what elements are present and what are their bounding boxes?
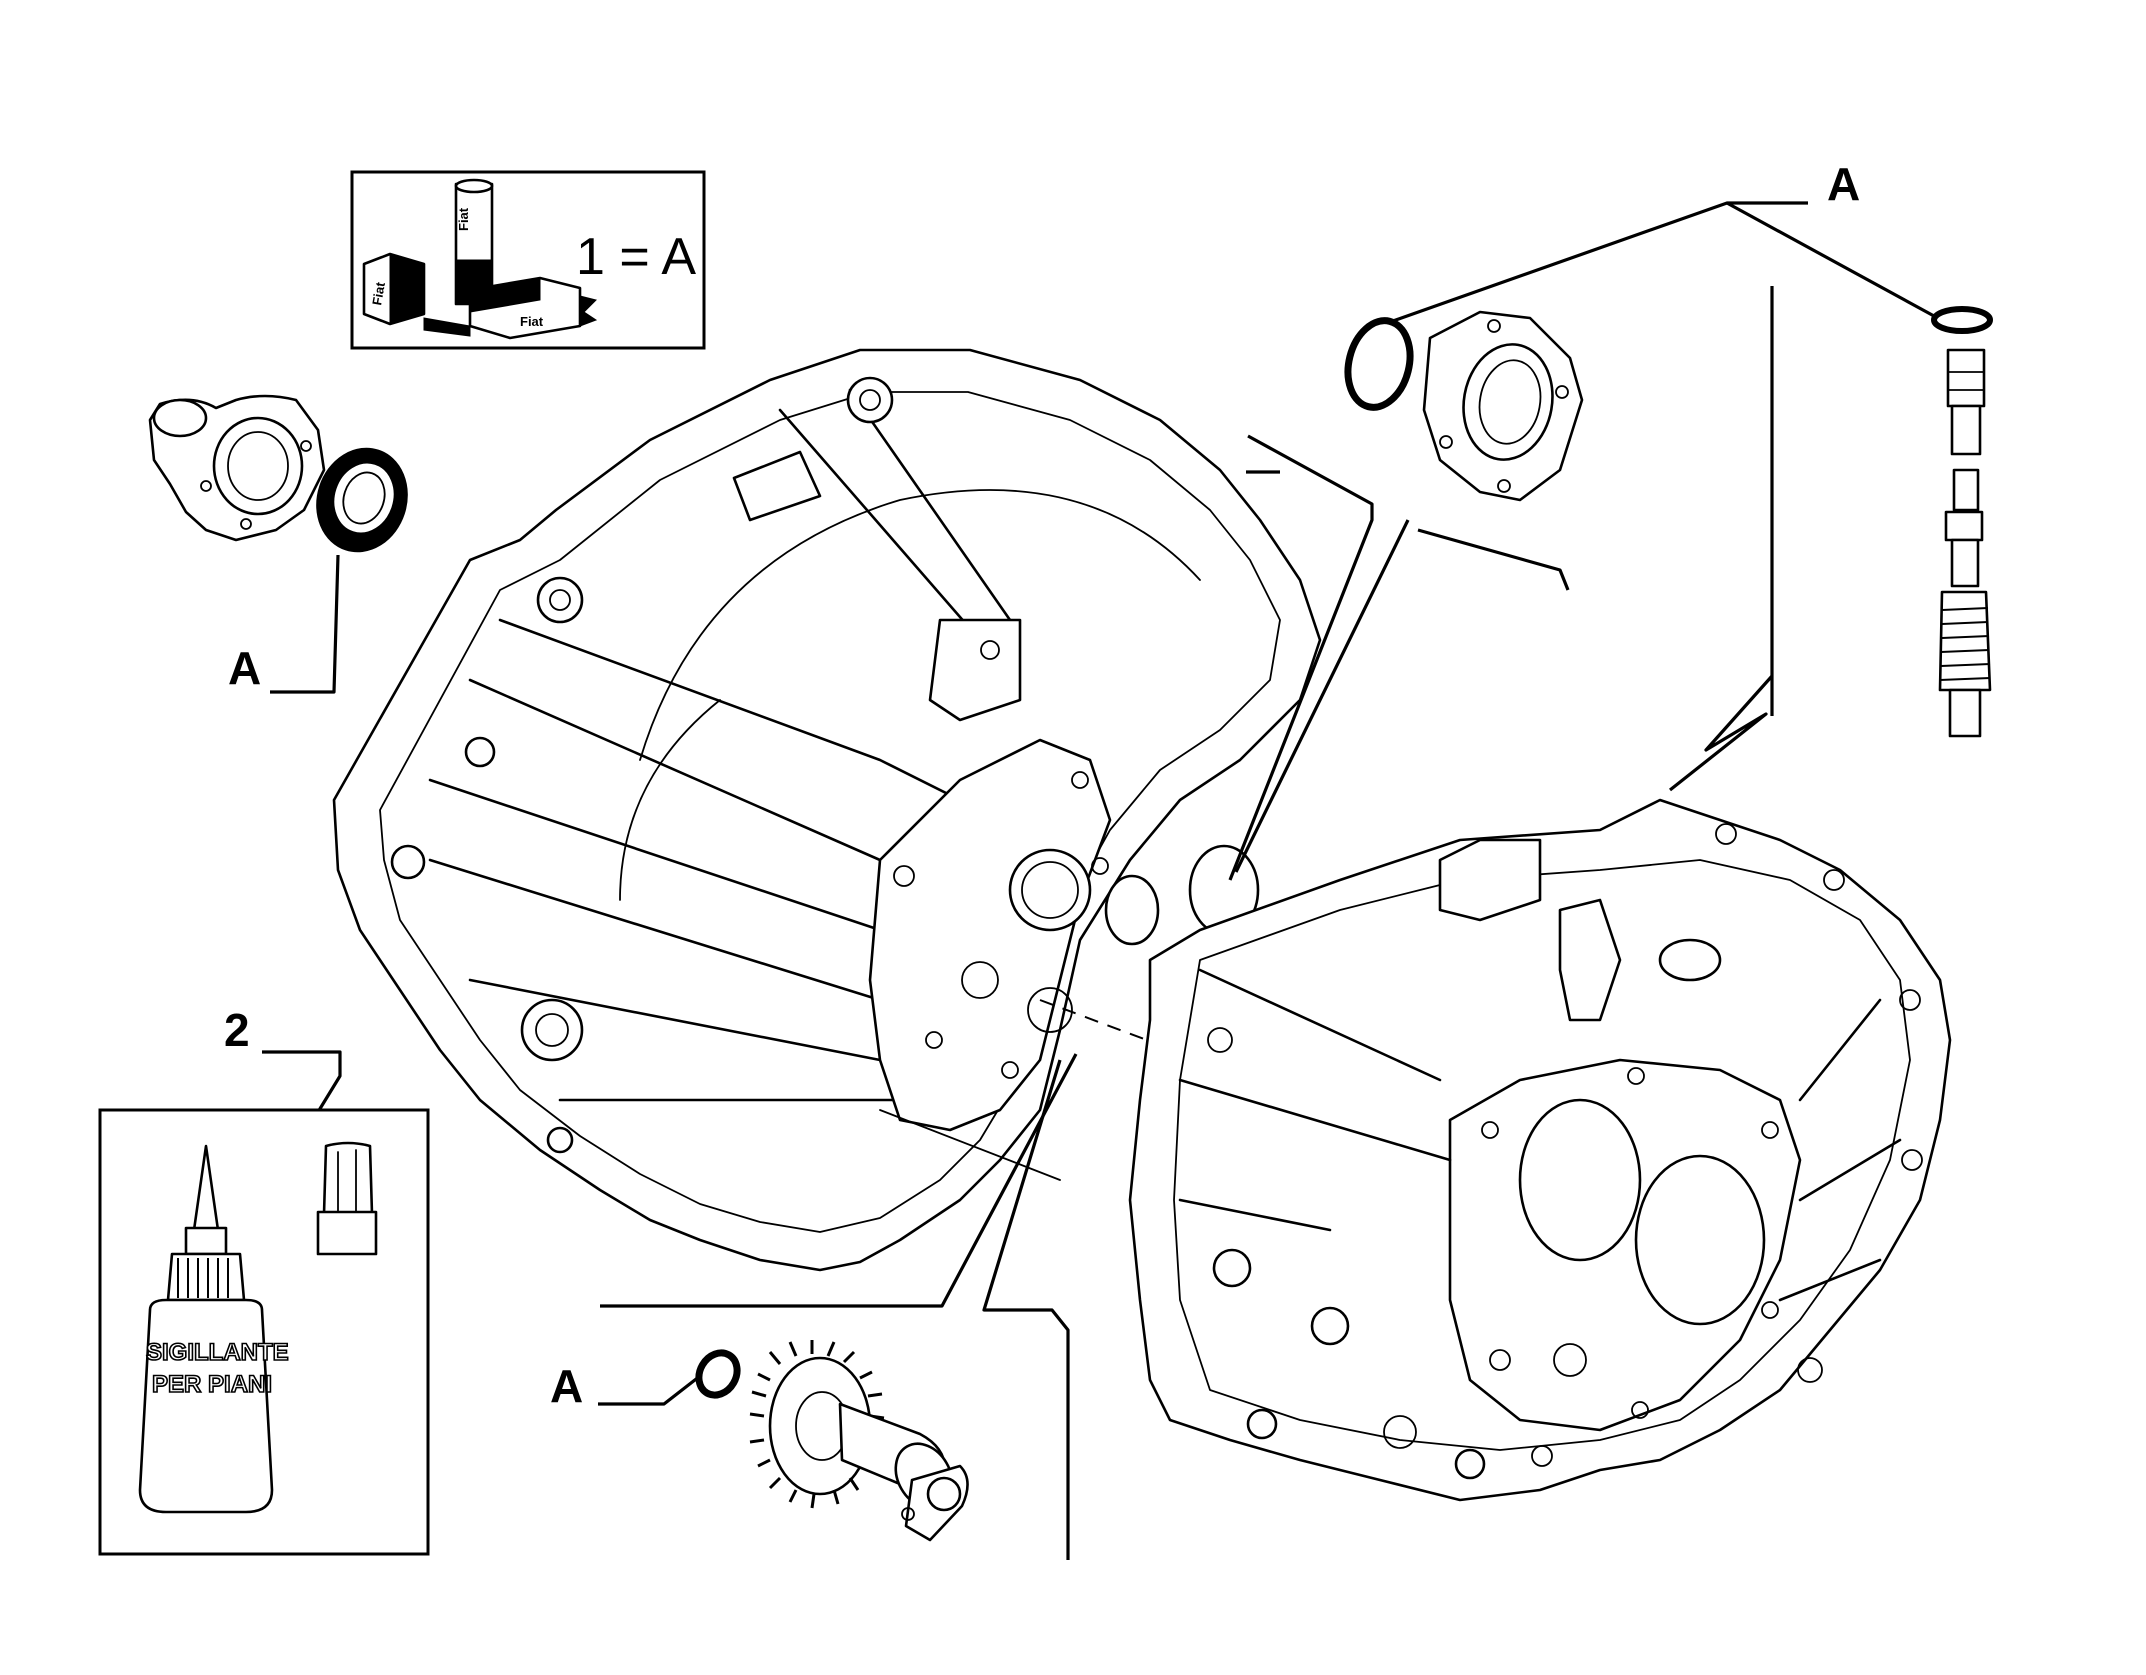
speedo-drive-part (1931, 306, 1993, 738)
callout-sealant: 2 (224, 1004, 342, 1113)
bearing-seal-part (316, 447, 408, 553)
callout-left-bearing: A (228, 554, 340, 694)
top-flange-part (1422, 310, 1584, 502)
callout-bottom-gear: A (550, 1360, 701, 1412)
product-tube-icon: Fiat (454, 178, 494, 306)
speedo-bracket-lines (1669, 286, 1774, 792)
clutch-housing-part (332, 348, 1322, 1272)
bottom-oring-part (695, 1349, 741, 1399)
drive-gear-part (749, 1340, 969, 1542)
tube-brand-text: Fiat (456, 207, 471, 231)
bearing-flange-part (148, 394, 326, 542)
bottle-cap-icon (316, 1141, 378, 1256)
callout-label-a-left: A (228, 642, 261, 694)
package-brand-text: Fiat (520, 314, 544, 329)
top-oring-part (1344, 317, 1414, 411)
box-brand-text: Fiat (369, 280, 388, 306)
bottle-label-line2: PER PIANI (152, 1371, 272, 1398)
bottle-label-line1: SIGILLANTE (146, 1339, 289, 1366)
callout-top-right: A (1389, 158, 1935, 324)
callout-label-2: 2 (224, 1004, 250, 1056)
seal-leader-lines (600, 434, 1570, 1560)
product-package-icon: Fiat (423, 276, 598, 340)
callout-label-a-top: A (1827, 158, 1860, 210)
sealant-box: SIGILLANTE PER PIANI (98, 1108, 430, 1556)
gearbox-case-part (1128, 798, 1952, 1502)
callout-label-a-bottom: A (550, 1360, 583, 1412)
legend-equation: 1 = A (576, 228, 696, 286)
sealant-bottle-icon: SIGILLANTE PER PIANI (138, 1144, 289, 1514)
product-box-icon: Fiat (362, 252, 426, 326)
legend-box: Fiat Fiat Fiat 1 = A (350, 170, 706, 350)
